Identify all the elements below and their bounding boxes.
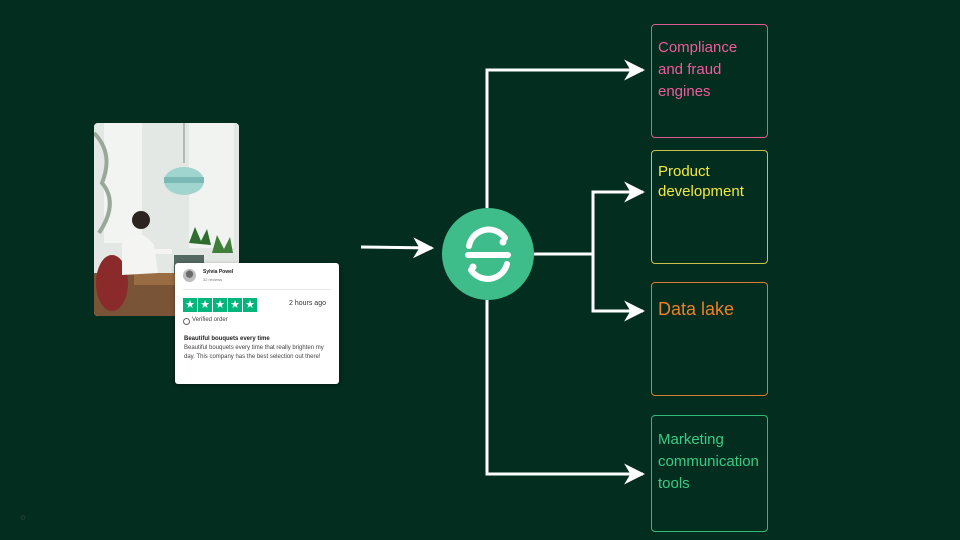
check-circle-icon	[183, 318, 190, 325]
destination-data-lake: Data lake	[651, 282, 768, 396]
brand-watermark: ✿	[20, 515, 26, 522]
destination-marketing-tools: Marketing communication tools	[651, 415, 768, 532]
star-icon: ★	[198, 298, 212, 312]
reviewer-avatar	[183, 269, 196, 282]
star-icon: ★	[183, 298, 197, 312]
review-divider	[183, 289, 331, 290]
arrow-to-product	[591, 181, 646, 254]
segment-logo-icon	[465, 226, 511, 282]
review-body: Beautiful bouquets every time that reall…	[184, 345, 324, 360]
destination-data-lake-label: Data lake	[658, 299, 735, 319]
review-card: Sylvia Powel 32 reviews ★ ★ ★ ★ ★ 2 hour…	[175, 263, 339, 384]
star-icon: ★	[243, 298, 257, 312]
destination-product-label: Product development	[658, 163, 744, 200]
star-rating: ★ ★ ★ ★ ★	[183, 298, 257, 312]
star-icon: ★	[213, 298, 227, 312]
destination-compliance: Compliance and fraud engines	[651, 24, 768, 138]
destination-compliance-label: Compliance and fraud engines	[658, 39, 738, 100]
hub-node	[442, 208, 534, 300]
verified-order-label: Verified order	[192, 317, 228, 323]
arrow-to-marketing	[485, 300, 646, 485]
input-arrow	[360, 237, 435, 259]
review-time: 2 hours ago	[289, 300, 326, 307]
destination-marketing-label: Marketing communication tools	[658, 431, 759, 492]
arrow-to-compliance	[485, 59, 646, 208]
review-title: Beautiful bouquets every time	[184, 336, 270, 342]
reviewer-review-count: 32 reviews	[203, 277, 223, 282]
customer-photo	[94, 123, 239, 316]
destination-product-development: Product development	[651, 150, 768, 264]
reviewer-name: Sylvia Powel	[203, 269, 234, 275]
customer-photo-illustration	[94, 123, 239, 316]
arrow-to-data-lake	[591, 254, 646, 322]
star-icon: ★	[228, 298, 242, 312]
